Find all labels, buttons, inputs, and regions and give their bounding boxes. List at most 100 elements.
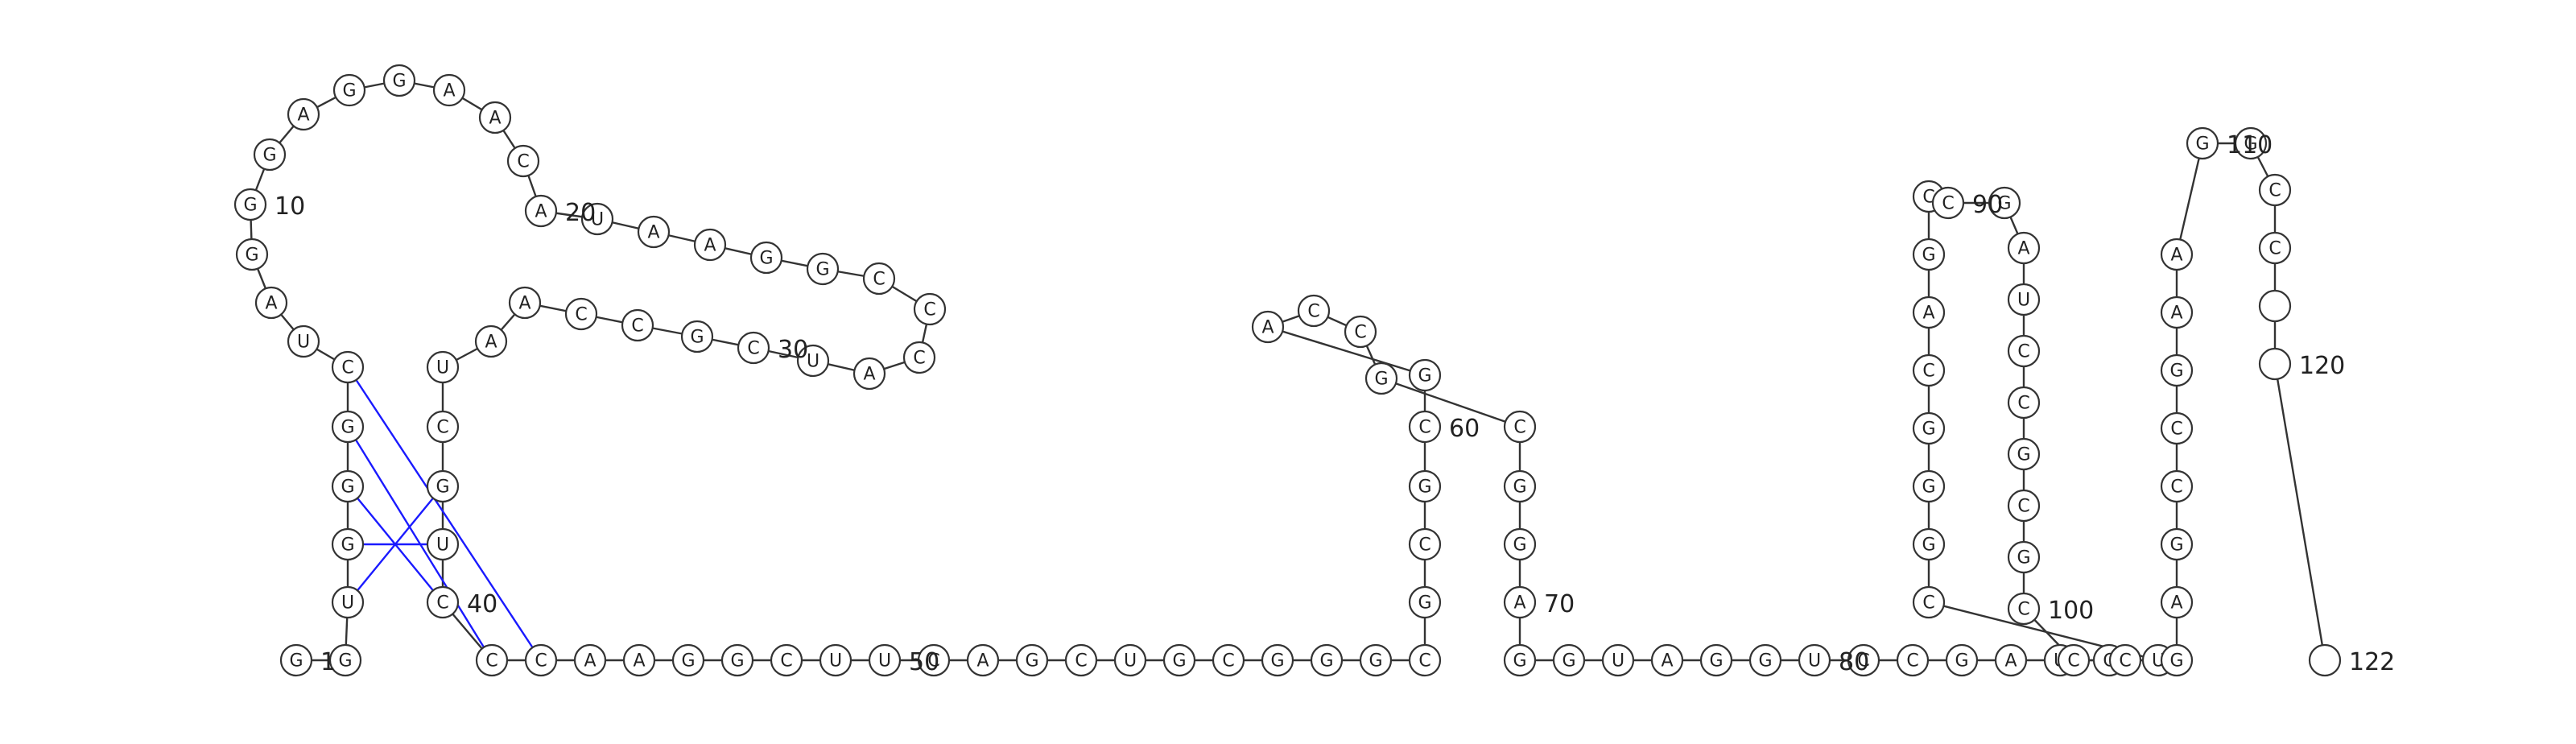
nucleotide: G — [1408, 585, 1442, 619]
nucleotide: G — [332, 73, 366, 107]
nucleotide: G — [1162, 643, 1196, 677]
nucleotide-letter: C — [1354, 323, 1366, 343]
nucleotide-circle — [564, 297, 598, 331]
nucleotide-circle — [868, 643, 902, 677]
nucleotide-letter: U — [297, 333, 310, 353]
nucleotide: A — [432, 73, 466, 107]
nucleotide-letter: C — [575, 305, 587, 325]
nucleotide: C — [1408, 410, 1442, 444]
nucleotide-letter: G — [1758, 651, 1772, 672]
nucleotide-letter: C — [1513, 418, 1525, 438]
nucleotide-letter: G — [1922, 246, 1935, 266]
nucleotide-circle — [2258, 173, 2292, 207]
nucleotide: A — [254, 286, 288, 320]
nucleotide-letter: G — [1562, 651, 1575, 672]
nucleotide-letter: A — [489, 109, 501, 129]
nucleotide: G — [233, 188, 267, 221]
nucleotide: U — [580, 202, 614, 236]
nucleotide: G — [1408, 469, 1442, 503]
nucleotide: G — [1310, 643, 1344, 677]
nucleotide: C — [524, 643, 558, 677]
nucleotide-letter: A — [1513, 593, 1525, 614]
nucleotide-circle — [1297, 294, 1331, 328]
nucleotide: G — [720, 643, 754, 677]
nucleotide: C — [426, 410, 460, 444]
nucleotide-circle — [2258, 231, 2292, 265]
nucleotide: G — [331, 527, 365, 561]
nucleotide: G — [1503, 643, 1537, 677]
position-label: 50 — [909, 648, 939, 676]
nucleotide-circle — [1798, 643, 1831, 677]
nucleotide: U — [426, 350, 460, 384]
nucleotide-letter: C — [2017, 497, 2029, 517]
nucleotide-letter: U — [878, 651, 891, 672]
nucleotide-letter: G — [338, 651, 352, 672]
nucleotide-letter: U — [807, 352, 819, 372]
nucleotide: G — [253, 138, 287, 172]
nucleotide-circle — [1408, 527, 1442, 561]
nucleotide-letter: G — [1270, 651, 1284, 672]
nucleotide-letter: A — [647, 223, 659, 243]
nucleotide-circle — [917, 643, 951, 677]
nucleotide-circle — [2308, 643, 2342, 677]
nucleotide-circle — [287, 324, 320, 358]
nucleotide-letter: G — [1955, 651, 1968, 672]
nucleotide-circle — [506, 144, 540, 178]
nucleotide: A — [693, 228, 727, 262]
nucleotide-circle — [2007, 540, 2041, 574]
nucleotide-letter: G — [243, 196, 257, 216]
nucleotide: G — [1945, 643, 1979, 677]
nucleotide: G — [1699, 643, 1733, 677]
nucleotide-circle — [2007, 231, 2041, 265]
nucleotide-circle — [1162, 643, 1196, 677]
nucleotide-circle — [2160, 527, 2194, 561]
nucleotide-letter: C — [2017, 600, 2029, 620]
position-label: 1 — [320, 648, 336, 676]
position-label: 100 — [2048, 597, 2094, 625]
nucleotide: C — [1847, 643, 1880, 677]
nucleotide-letter: G — [1922, 535, 1935, 556]
nucleotide-circle — [426, 350, 460, 384]
nucleotide-circle — [474, 324, 508, 358]
nucleotide-letter: A — [2170, 593, 2182, 614]
nucleotide-letter: U — [436, 535, 449, 556]
nucleotide-circle — [1994, 643, 2028, 677]
nucleotide: G — [2234, 126, 2268, 160]
nucleotide: G — [806, 252, 840, 286]
nucleotide-letter: G — [1418, 593, 1431, 614]
nucleotide-circle — [573, 643, 607, 677]
nucleotide-letter: G — [2017, 445, 2030, 465]
nucleotide-circle — [1896, 643, 1930, 677]
nucleotide-letter: G — [759, 249, 773, 269]
nucleotide-letter: G — [392, 72, 406, 92]
nucleotide-circle — [1064, 643, 1098, 677]
nucleotide — [2308, 643, 2342, 677]
nucleotide: C — [1912, 353, 1946, 387]
nucleotide-circle — [2007, 386, 2041, 420]
nucleotide-circle — [2007, 334, 2041, 368]
nucleotide-letter: U — [829, 651, 842, 672]
nucleotide-letter: G — [1368, 651, 1382, 672]
nucleotide-letter: C — [1418, 651, 1430, 672]
nucleotide: A — [2160, 238, 2194, 271]
nucleotide-circle — [1503, 527, 1537, 561]
nucleotide-letter: A — [633, 651, 645, 672]
nucleotide-letter: A — [1261, 318, 1274, 338]
nucleotide: C — [1503, 410, 1537, 444]
nucleotide: C — [2007, 489, 2041, 523]
nucleotide-circle — [331, 469, 365, 503]
nucleotide-circle — [693, 228, 727, 262]
nucleotide-letter: G — [1025, 651, 1038, 672]
nucleotide-circle — [580, 202, 614, 236]
nucleotide-circle — [1945, 643, 1979, 677]
nucleotide-circle — [331, 410, 365, 444]
position-label: 10 — [275, 192, 305, 221]
nucleotide: G — [235, 238, 269, 271]
nucleotide-letter: G — [1513, 651, 1526, 672]
nucleotide-letter: A — [297, 105, 309, 126]
nucleotide-circle — [1699, 643, 1733, 677]
nucleotide-letter: G — [341, 535, 354, 556]
nucleotide: C — [2007, 386, 2041, 420]
nucleotide-circle — [1212, 643, 1245, 677]
nucleotide-circle — [328, 643, 362, 677]
